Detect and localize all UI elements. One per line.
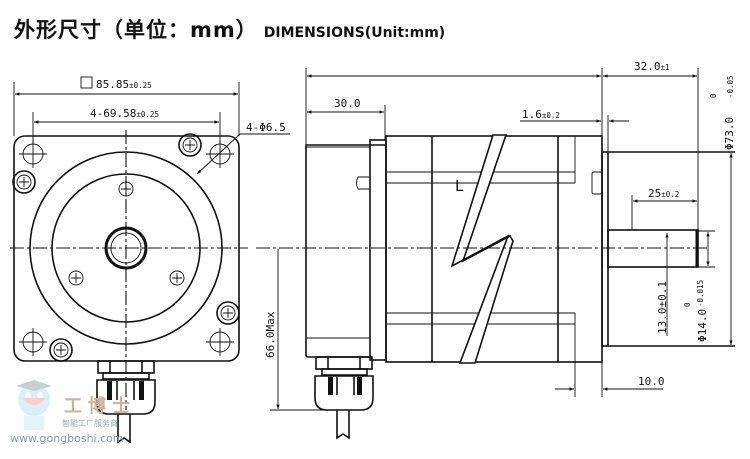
svg-text:Φ14.0: Φ14.0 (696, 309, 709, 342)
back-cap (305, 144, 386, 358)
mount-hole-icon (206, 328, 234, 356)
flange-square-value: 85.85 (96, 78, 129, 91)
svg-text:13.0±0.1: 13.0±0.1 (656, 281, 669, 334)
shaft-diameter-value: Φ14.0 (696, 309, 709, 342)
screw-icon (12, 170, 36, 194)
pilot-diameter-value: Φ73.0 (723, 117, 736, 150)
screw-icon (49, 338, 73, 362)
key-length-tol: ±0.2 (661, 190, 679, 199)
shaft-diameter-tol-lower: -0.015 (696, 280, 705, 307)
title-english: DIMENSIONS(Unit:mm) (263, 25, 446, 41)
mount-hole-icon (19, 140, 47, 168)
screw-icon (68, 270, 84, 286)
shaft-length-tol: ±1 (661, 63, 670, 72)
watermark-url: www.gongboshi.com (10, 432, 124, 445)
back-cap-dim: 30.0 (334, 97, 361, 110)
mount-hole-leader (196, 133, 241, 175)
gland-height-dim: 66.0Max (264, 311, 277, 358)
screw-icon (178, 133, 202, 157)
pilot-depth-tol: ±0.2 (542, 111, 560, 120)
front-view: 85.85±0.25 4-69.58±0.25 4-Φ6.5 (10, 76, 290, 444)
pilot-diameter-tol-lower: -0.05 (726, 75, 735, 98)
pilot-depth-value: 1.6 (522, 108, 542, 121)
flat-height-tol: ±0.1 (656, 281, 669, 308)
drawing-title: 外形尺寸（单位：mm） DIMENSIONS(Unit:mm) (14, 14, 445, 44)
svg-text:25±0.2: 25±0.2 (648, 187, 679, 200)
hole-spacing-value: 4-69.58 (90, 107, 136, 120)
screw-icon (169, 270, 185, 286)
mount-hole-icon (19, 328, 47, 356)
shaft-diameter-tol-upper: 0 (683, 302, 692, 307)
svg-text:Φ73.0: Φ73.0 (723, 117, 736, 150)
side-view: L 32.0±1 30.0 1.6±0.2 (256, 60, 736, 440)
svg-text:32.0±1: 32.0±1 (634, 60, 670, 73)
flat-height-value: 13.0 (656, 308, 669, 335)
pilot (601, 151, 609, 347)
svg-text:4-69.58±0.25: 4-69.58±0.25 (90, 107, 159, 120)
square-symbol-icon (80, 76, 93, 89)
svg-text:85.85±0.25: 85.85±0.25 (96, 78, 152, 91)
watermark-tagline: 智能工厂服务商 (62, 419, 118, 428)
cable-gland-front (96, 360, 156, 444)
mount-holes-label: 4-Φ6.5 (246, 121, 286, 134)
body-length-label: L (455, 177, 464, 195)
mount-hole-icon (206, 140, 234, 168)
pilot-diameter-tol-upper: 0 (709, 93, 718, 98)
title-chinese: 外形尺寸（单位：mm） (14, 18, 258, 42)
cable-gland-side (314, 356, 374, 440)
break-symbol (450, 134, 514, 364)
svg-text:1.6±0.2: 1.6±0.2 (522, 108, 560, 121)
key-length-value: 25 (648, 187, 661, 200)
flange-square-tol: ±0.25 (129, 81, 152, 90)
watermark-brand: 工博士 (64, 396, 136, 417)
screw-icon (216, 301, 240, 325)
hole-spacing-tol: ±0.25 (136, 110, 159, 119)
screw-icon (118, 181, 134, 197)
shaft-length-value: 32.0 (634, 60, 661, 73)
shaft-shoulder-dim: 10.0 (638, 375, 665, 388)
